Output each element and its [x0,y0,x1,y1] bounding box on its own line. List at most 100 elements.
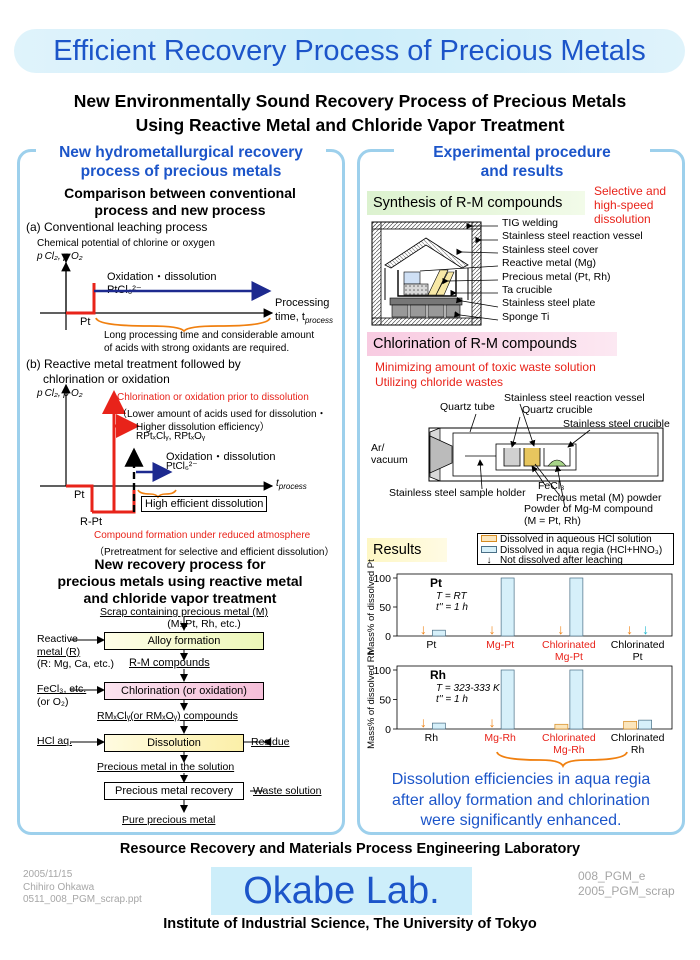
footer-date: 2005/11/15 [23,869,73,880]
reactive-note-1: （Lower amount of acids used for dissolut… [117,409,327,420]
synthesis-bar: Synthesis of R-M compounds [367,191,585,215]
legend-aqua: Dissolved in aqua regia (HCl+HNO₃) [481,544,670,557]
reactive-red-note: Chlorination or oxidation prior to disso… [117,392,309,403]
left-heading-line-1: New hydrometallurgical recovery [59,144,303,161]
app2-ar-1: Ar/ [371,442,385,454]
reactive-note-2: Higher dissolution efficiency） [136,422,270,433]
reactive-label-2: chlorination or oxidation [43,372,170,386]
reactive-rpt: R-Pt [80,516,102,528]
conclusion-line-1: Dissolution efficiencies in aqua regia [391,771,651,788]
app2-mg-m: Powder of Mg-M compound [524,503,653,515]
conclusion-line-3: were significantly enhanced. [420,812,622,829]
synthesis-note-3: dissolution [594,212,651,226]
right-heading-line-1: Experimental procedure [433,144,611,161]
conventional-xlabel-1: Processing [275,297,330,309]
flow-reactive-metal: Reactive metal (R) (R: Mg, Ca, etc.) [37,633,114,671]
app2-pm-powder: Precious metal (M) powder [536,492,662,504]
flow-reactive-2: metal (R) [37,645,81,658]
chlor-note-1: Minimizing amount of toxic waste solutio… [375,360,596,374]
flow-dissolution: Dissolution [104,734,244,752]
flow-heading-line-3: and chloride vapor treatment [83,590,277,606]
flow-pm-solution: Precious metal in the solution [97,761,235,773]
page-title: Efficient Recovery Process of Precious M… [14,29,685,73]
app1-plate: Stainless steel plate [502,297,596,310]
app2-ar: Ar/ vacuum [371,442,408,466]
synthesis-note-1: Selective and [594,184,667,198]
reactive-xlabel-sub: process [278,482,307,491]
flow-pure: Pure precious metal [122,814,216,826]
okabe-lab-logo: Okabe Lab. [211,867,472,915]
synthesis-note: Selective and high-speed dissolution [594,184,666,226]
app1-ta: Ta crucible [502,284,553,297]
conventional-note-1: Long processing time and considerable am… [104,330,315,341]
reactive-label-1: (b) Reactive metal treatment followed by [26,357,241,371]
apparatus1-labels: TIG welding Stainless steel reaction ves… [502,217,643,324]
conventional-xlabel-2-text: time, t [275,311,305,323]
compound-formation-note: Compound formation under reduced atmosph… [94,530,311,541]
high-efficient-box: High efficient dissolution [141,496,268,512]
flow-recovery: Precious metal recovery [104,782,244,800]
app2-ss-crucible: Stainless steel crucible [563,418,670,430]
flow-scrap: Scrap containing precious metal (M) (M: … [84,606,284,630]
footer-author: Chihiro Ohkawa [23,881,95,893]
conventional-ylabel: Chemical potential of chlorine or oxygen [37,238,215,249]
footer-code-2: 2005_PGM_scrap [578,884,675,898]
conventional-note-2: of acids with strong oxidants are requir… [104,343,290,354]
legend-aqua-swatch [481,545,497,553]
app1-vessel: Stainless steel reaction vessel [502,230,643,243]
right-heading-line-2: and results [480,163,564,180]
conventional-xlabel-2: time, tprocess [275,311,333,325]
legend-hcl-label: Dissolved in aqueous HCl solution [500,534,652,545]
conclusion-line-2: after alloy formation and chlorination [392,791,650,809]
app1-tig: TIG welding [502,217,559,229]
legend-not-dissolved: ↓ Not dissolved after leaching [481,555,670,567]
reactive-xlabel: tprocess [276,478,307,491]
app2-quartz-tube: Quartz tube [440,401,495,413]
reactive-note-3: RPtₓClᵧ, RPtₓOᵧ [136,431,206,442]
conventional-xlabel-sub: process [304,316,333,326]
synthesis-note-2: high-speed [594,198,654,212]
app2-ar-2: vacuum [371,454,408,466]
conventional-oxidation: Oxidation・dissolution [107,271,217,283]
reactive-xlabel-text: t [276,478,279,489]
conventional-pt: Pt [80,316,91,328]
results-legend: Dissolved in aqueous HCl solution Dissol… [477,533,674,567]
app1-reactive: Reactive metal (Mg) [502,257,596,270]
legend-not-dissolved-label: Not dissolved after leaching [500,555,623,566]
reactive-pt: Pt [74,489,85,501]
right-panel-heading: Experimental procedure and results [394,143,650,181]
app2-mg-m-2: (M = Pt, Rh) [524,515,581,527]
footer-right-info: 008_PGM_e 2005_PGM_scrap [578,869,675,899]
app2-holder: Stainless steel sample holder [389,487,526,499]
flow-rm-compounds: R-M compounds [129,657,210,669]
flow-fecl-2: (or O₂) [37,696,69,708]
subtitle: New Environmentally Sound Recovery Proce… [0,89,700,137]
institute-name: Institute of Industrial Science, The Uni… [163,916,537,932]
flow-residue: Residue [251,736,290,748]
reactive-species: PtCl₆²⁻ [166,461,198,472]
chlor-note-2: Utilizing chloride wastes [375,375,504,389]
legend-hcl: Dissolved in aqueous HCl solution [481,534,670,546]
reactive-oxidation: Oxidation・dissolution [166,451,276,463]
footer-code-1: 008_PGM_e [578,869,646,883]
comparison-line-1: Comparison between conventional [64,185,296,201]
flow-fecl: FeCl₃, etc. (or O₂) [37,683,86,709]
pretreatment-note: （Pretreatment for selective and efficien… [94,547,335,558]
left-heading-line-2: process of precious metals [80,163,282,180]
flow-waste: Waste solution [253,785,322,797]
chlorination-notes: Minimizing amount of toxic waste solutio… [375,360,596,390]
flow-reactive-1: Reactive [37,633,78,645]
down-arrow-icon: ↓ [486,555,492,566]
legend-aqua-label: Dissolved in aqua regia (HCl+HNO₃) [500,544,663,556]
conclusion: Dissolution efficiencies in aqua regia a… [360,770,682,832]
conventional-species: PtCl₆²⁻ [107,284,142,296]
legend-hcl-swatch [481,535,497,542]
results-bar: Results [367,538,447,562]
app1-sponge: Sponge Ti [502,310,550,323]
subtitle-line-1: New Environmentally Sound Recovery Proce… [73,91,627,111]
comparison-line-2: process and new process [94,202,266,218]
lab-name: Resource Recovery and Materials Process … [119,841,581,857]
app2-fecl: FeCl₃ [538,480,565,492]
flow-rmcl: RMₓClᵧ(or RMₓOᵧ) compounds [97,710,238,722]
chlorination-bar: Chlorination of R-M compounds [367,332,617,356]
